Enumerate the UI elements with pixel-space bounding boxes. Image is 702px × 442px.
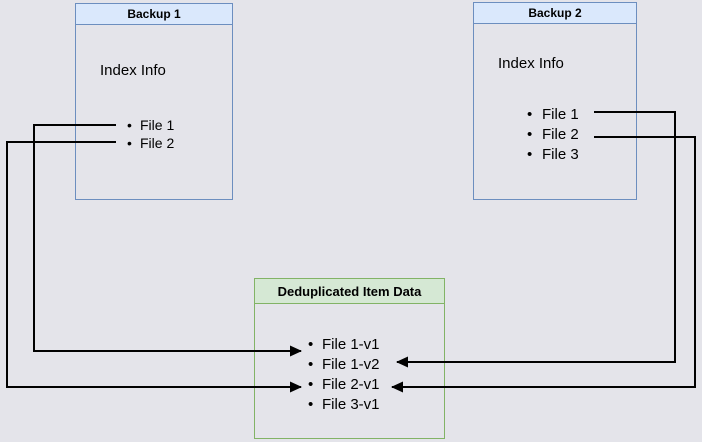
backup1-file-item: File 1 (127, 116, 174, 134)
backup1-title: Backup 1 (76, 4, 232, 25)
backup1-index-info-label: Index Info (100, 62, 166, 79)
backup2-box: Backup 2 (473, 2, 637, 200)
dedup-item: File 1-v2 (308, 355, 380, 375)
backup2-file-item: File 1 (527, 105, 579, 125)
dedup-item: File 3-v1 (308, 395, 380, 415)
backup2-file-item: File 3 (527, 145, 579, 165)
backup1-box: Backup 1 (75, 3, 233, 200)
backup2-title: Backup 2 (474, 3, 636, 24)
dedup-item-list: File 1-v1 File 1-v2 File 2-v1 File 3-v1 (308, 335, 380, 415)
backup2-file-item: File 2 (527, 125, 579, 145)
dedup-item: File 1-v1 (308, 335, 380, 355)
backup2-index-info-label: Index Info (498, 55, 564, 72)
dedup-item: File 2-v1 (308, 375, 380, 395)
backup2-file-list: File 1 File 2 File 3 (527, 105, 579, 165)
backup1-file-list: File 1 File 2 (127, 116, 174, 152)
dedup-title: Deduplicated Item Data (255, 279, 444, 304)
backup1-file-item: File 2 (127, 134, 174, 152)
